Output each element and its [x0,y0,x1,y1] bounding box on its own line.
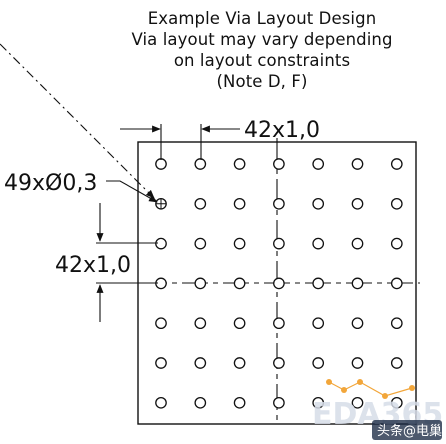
via-hole [390,317,403,330]
vertical-pitch-dimension: 42x1,0 [55,203,158,322]
via-hole [233,357,246,369]
via-hole [155,396,167,409]
via-hole [312,357,325,369]
via-hole [351,357,364,369]
via-center-mark [156,198,166,209]
via-hole [233,277,246,290]
via-hole [312,158,325,170]
watermark-caption: 头条@电巢 [377,423,442,439]
via-hole [312,197,325,210]
via-hole [351,277,364,290]
via-hole [273,396,285,409]
via-hole [351,317,364,330]
via-hole [233,158,246,170]
via-hole [194,237,207,250]
via-hole [194,357,207,369]
via-hole [390,237,403,250]
via-hole [312,317,325,330]
via-hole [390,197,403,210]
via-hole [194,277,207,290]
via-hole [351,197,364,210]
via-hole [155,237,167,250]
via-hole [312,396,325,409]
via-hole [312,237,325,250]
via-hole [351,396,364,409]
note-line-2: Via layout may vary depending [131,30,393,49]
via-hole [351,158,364,170]
horizontal-pitch-dimension: 42x1,0 [120,118,320,160]
note-line-3: on layout constraints [173,51,351,70]
via-hole [155,357,167,369]
via-hole [194,317,207,330]
via-hole [233,237,246,250]
note-line-4: (Note D, F) [216,72,308,91]
via-hole [273,197,285,210]
via-hole [233,317,246,330]
via-hole [273,237,285,250]
via-count-diameter-label: 49xØ0,3 [4,171,97,196]
via-diameter-callout: 49xØ0,3 [0,43,158,203]
via-grid [155,158,403,409]
horizontal-pitch-label: 42x1,0 [244,118,320,143]
via-hole [390,277,403,290]
via-hole [273,317,285,330]
via-hole [273,158,285,170]
via-hole [194,396,207,409]
via-hole [155,317,167,330]
vertical-pitch-label: 42x1,0 [55,253,131,278]
via-hole [273,357,285,369]
note-line-1: Example Via Layout Design [147,9,377,28]
via-hole [233,197,246,210]
layout-note: Example Via Layout Design Via layout may… [112,8,412,92]
via-hole [155,158,167,170]
via-hole [390,357,403,369]
via-hole [273,277,285,290]
via-hole [312,277,325,290]
via-hole [390,396,403,409]
eda365-watermark: EDA365 头条@电巢 [312,379,443,440]
via-hole [390,158,403,170]
via-hole [351,237,364,250]
circuit-logo-icon [326,379,415,399]
via-hole [233,396,246,409]
via-hole [194,158,207,170]
via-hole [194,197,207,210]
